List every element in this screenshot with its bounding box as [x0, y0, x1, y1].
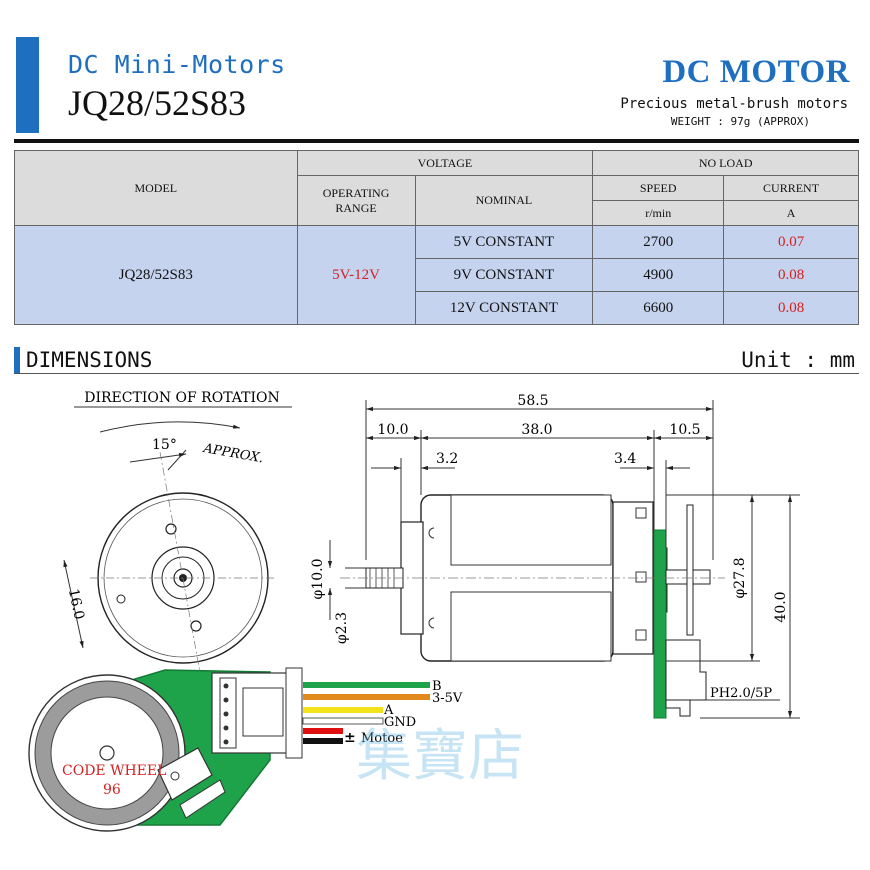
cell-current: 0.08: [723, 291, 859, 325]
dim-10-0-label: 10.0: [377, 422, 408, 438]
dim-3-2-label: 3.2: [436, 451, 458, 467]
cell-current: 0.07: [723, 225, 859, 259]
title-accent-bar: [16, 37, 39, 133]
dim-10-5-label: 10.5: [669, 422, 700, 438]
wire-motor-sign: ±: [344, 730, 356, 746]
total-length-label: 58.5: [517, 393, 548, 409]
dimensions-accent-bar: [14, 347, 20, 373]
cell-speed: 2700: [592, 225, 725, 259]
cell-speed: 6600: [592, 291, 725, 325]
approx-label: APPROX.: [201, 441, 264, 466]
angle-line-icon: [167, 449, 187, 471]
cell-current: 0.08: [723, 258, 859, 292]
front-dim-line-icon: [63, 559, 84, 649]
brand-subtitle: Precious metal-brush motors: [620, 96, 848, 112]
code-wheel-count: 96: [103, 782, 121, 798]
table-row: JQ28/52S83 5V-12V 5V CONSTANT 2700 0.07: [14, 225, 859, 325]
table-row: 9V CONSTANT 4900 0.08: [15, 258, 859, 292]
header-voltage: VOLTAGE: [296, 150, 594, 176]
code-wheel-label: CODE WHEEL: [62, 763, 166, 779]
cell-nominal: 5V CONSTANT: [414, 225, 594, 259]
front-dim-label: 16.0: [65, 587, 87, 621]
cell-nominal: 9V CONSTANT: [414, 258, 594, 292]
direction-label: DIRECTION OF ROTATION: [84, 390, 279, 406]
header-current: CURRENT: [723, 175, 859, 201]
wire-b-label: B: [432, 679, 442, 694]
wire-a-label: A: [383, 703, 394, 718]
motor-front-view: [90, 451, 275, 701]
cell-model: JQ28/52S83: [14, 225, 298, 325]
dim-3-4-label: 3.4: [614, 451, 636, 467]
header-model: MODEL: [14, 150, 298, 226]
cell-operating-range: 5V-12V: [296, 225, 416, 325]
model-title: JQ28/52S83: [68, 83, 247, 123]
dimensions-title: DIMENSIONS: [26, 348, 153, 372]
side-dimension-lines: [327, 400, 800, 719]
wire-harness: [302, 682, 430, 744]
header-operating-range: OPERATING RANGE: [296, 175, 416, 226]
watermark: 集寶店: [356, 724, 524, 789]
table-row: 12V CONSTANT 6600 0.08: [15, 291, 859, 325]
header-divider: [14, 139, 859, 143]
connector-label: PH2.0/5P: [710, 686, 772, 701]
header-nominal: NOMINAL: [414, 175, 594, 226]
motor-side-view: [340, 494, 725, 719]
wire-gnd-label: GND: [384, 715, 416, 730]
encoder-assembly: [28, 667, 303, 832]
angle-label: 15°: [152, 437, 177, 453]
wire-power-label: 3-5V: [432, 691, 463, 706]
body-diameter-label: φ27.8: [732, 558, 748, 599]
wire-motor-label: Motoe: [361, 731, 403, 746]
unit-label: Unit : mm: [741, 348, 855, 372]
shaft-small-diameter-label: φ2.3: [334, 612, 350, 644]
product-subtitle: DC Mini-Motors: [68, 50, 286, 79]
angle-arrow-icon: [129, 452, 187, 463]
height-label: 40.0: [773, 591, 789, 622]
brand-title: DC MOTOR: [662, 54, 850, 90]
weight-note: WEIGHT : 97g (APPROX): [670, 115, 810, 128]
header-no-load: NO LOAD: [592, 150, 859, 176]
cell-speed: 4900: [592, 258, 725, 292]
dim-38-0-label: 38.0: [521, 422, 552, 438]
rotation-arrow-icon: [99, 421, 241, 433]
header-speed-unit: r/min: [592, 200, 725, 226]
spec-table: MODEL VOLTAGE NO LOAD OPERATING RANGE NO…: [14, 150, 859, 325]
dimensions-divider: [14, 373, 859, 374]
shaft-diameter-label: φ10.0: [310, 559, 326, 600]
cell-nominal: 12V CONSTANT: [414, 291, 594, 325]
